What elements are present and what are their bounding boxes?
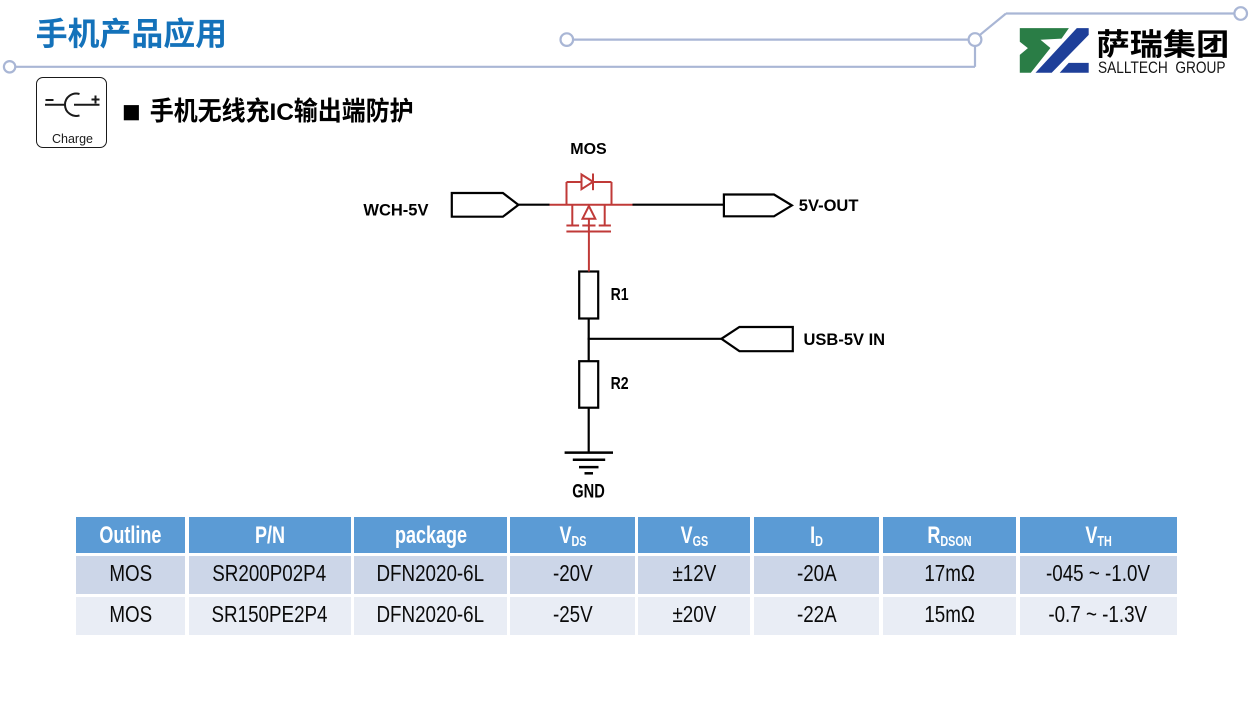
svg-text:IC: IC xyxy=(270,99,295,126)
svg-text:MOS: MOS xyxy=(570,141,607,158)
svg-text:R1: R1 xyxy=(611,284,629,304)
svg-text:SALLTECH GROUP: SALLTECH GROUP xyxy=(1098,58,1226,77)
svg-text:5V-OUT: 5V-OUT xyxy=(799,197,859,215)
svg-text:R2: R2 xyxy=(611,373,629,393)
svg-text:WCH-5V: WCH-5V xyxy=(363,201,428,219)
svg-text:USB-5V IN: USB-5V IN xyxy=(804,331,886,349)
svg-text:Charge: Charge xyxy=(52,132,93,146)
svg-text:GND: GND xyxy=(572,482,605,503)
